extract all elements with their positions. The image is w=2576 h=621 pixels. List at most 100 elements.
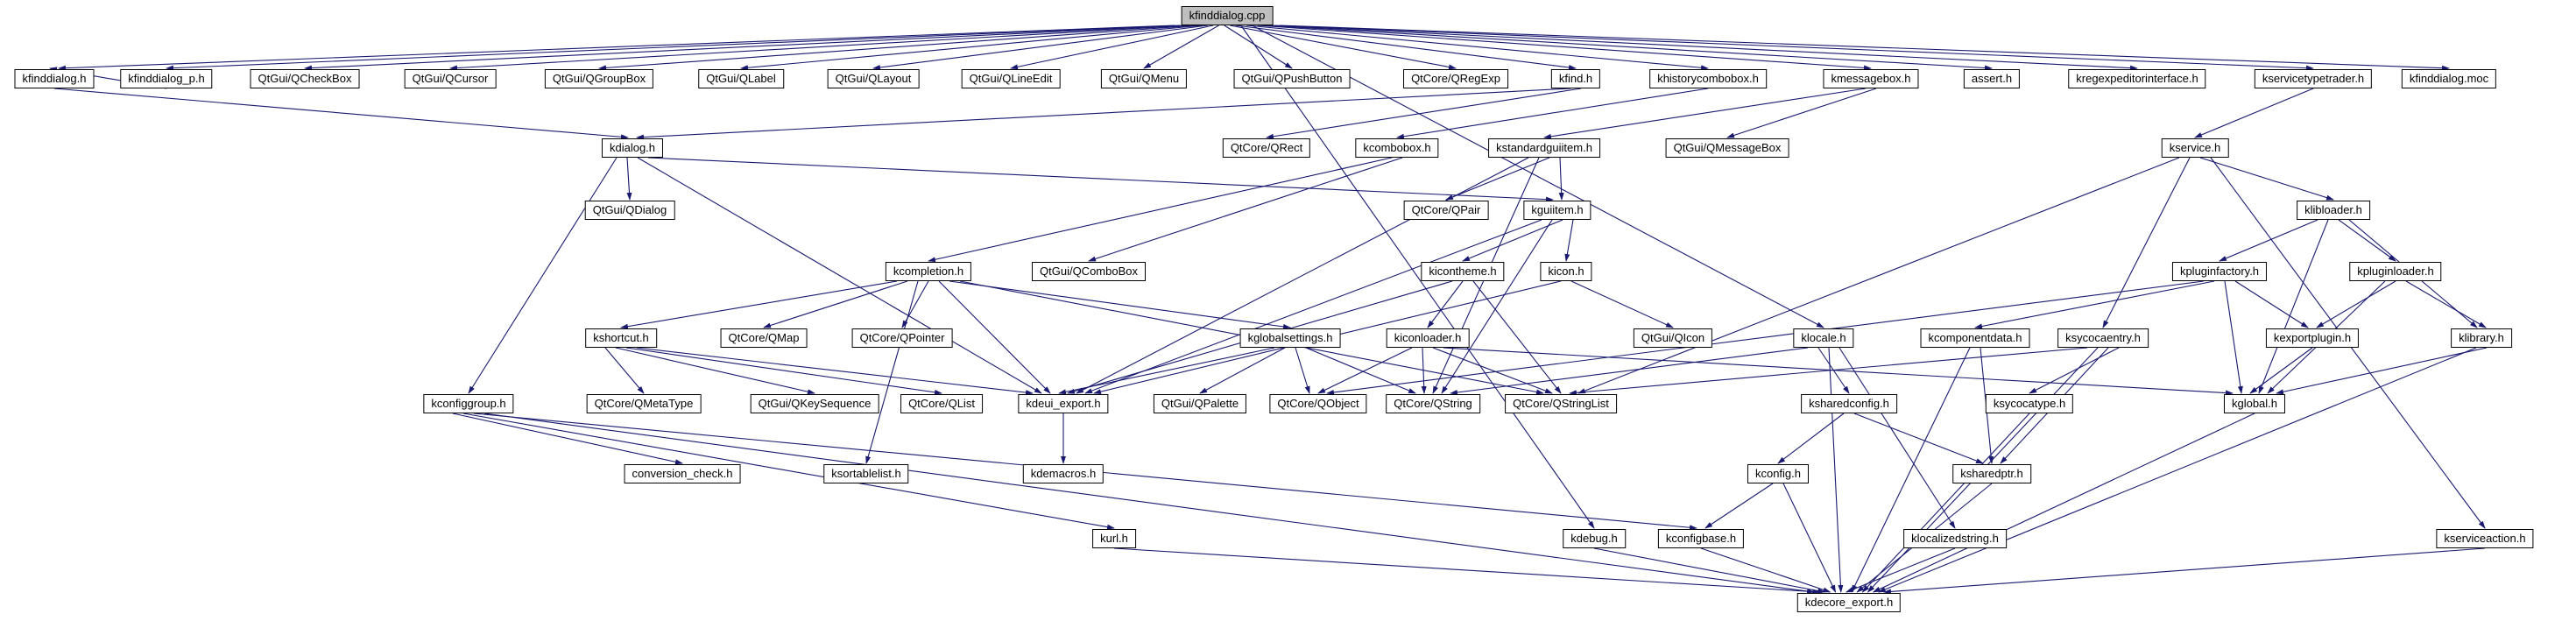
graph-node-ksharedptr-h[interactable]: ksharedptr.h bbox=[1952, 464, 2031, 483]
graph-node-kshortcut-h[interactable]: kshortcut.h bbox=[585, 328, 657, 348]
graph-node-qtcore-qlist: QtCore/QList bbox=[900, 394, 983, 413]
include-edge bbox=[1577, 157, 2180, 394]
include-edge bbox=[2199, 157, 2334, 201]
include-edge bbox=[1838, 347, 1956, 529]
include-edge bbox=[625, 347, 942, 395]
graph-node-qtgui-qkeysequence: QtGui/QKeySequence bbox=[750, 394, 879, 413]
graph-node-kurl-h[interactable]: kurl.h bbox=[1092, 529, 1136, 548]
graph-node-kguiitem-h[interactable]: kguiitem.h bbox=[1523, 201, 1591, 220]
graph-node-kicontheme-h[interactable]: kicontheme.h bbox=[1421, 262, 1505, 281]
include-edge bbox=[1274, 25, 2314, 71]
include-edge bbox=[1845, 547, 1956, 593]
include-edge bbox=[1268, 25, 2138, 71]
include-edge bbox=[1326, 280, 2205, 395]
include-edge bbox=[2258, 219, 2329, 394]
include-edge bbox=[1593, 547, 1826, 594]
include-edge bbox=[2102, 157, 2191, 328]
include-edge bbox=[1462, 219, 1563, 262]
graph-node-kconfigbase-h[interactable]: kconfigbase.h bbox=[1657, 529, 1745, 548]
include-edge bbox=[604, 347, 645, 394]
graph-node-kfind-h[interactable]: kfind.h bbox=[1550, 69, 1601, 88]
include-edge bbox=[1246, 25, 1709, 71]
graph-node-kserviceaction-h[interactable]: kserviceaction.h bbox=[2436, 529, 2534, 548]
include-edge bbox=[2249, 347, 2313, 394]
graph-node-ksortablelist-h[interactable]: ksortablelist.h bbox=[823, 464, 909, 483]
graph-node-kdecore-export-h[interactable]: kdecore_export.h bbox=[1796, 593, 1902, 612]
graph-node-kmessagebox-h[interactable]: kmessagebox.h bbox=[1823, 69, 1919, 88]
graph-node-qtcore-qstring: QtCore/QString bbox=[1386, 394, 1480, 413]
graph-node-kfinddialog-cpp: kfinddialog.cpp bbox=[1181, 6, 1274, 25]
graph-node-qtcore-qregexp: QtCore/QRegExp bbox=[1403, 69, 1508, 88]
graph-node-kiconloader-h[interactable]: kiconloader.h bbox=[1386, 328, 1470, 348]
graph-node-qtgui-qpalette: QtGui/QPalette bbox=[1153, 394, 1247, 413]
include-edge bbox=[1199, 347, 1286, 394]
graph-node-kdemacros-h[interactable]: kdemacros.h bbox=[1022, 464, 1105, 483]
graph-node-kdebug-h[interactable]: kdebug.h bbox=[1563, 529, 1626, 548]
graph-node-ksycocatype-h[interactable]: ksycocatype.h bbox=[1985, 394, 2074, 413]
graph-node-klocalizedstring-h[interactable]: klocalizedstring.h bbox=[1903, 529, 2007, 548]
graph-node-kicon-h[interactable]: kicon.h bbox=[1540, 262, 1592, 281]
include-edge bbox=[763, 280, 908, 328]
graph-node-klibrary-h[interactable]: klibrary.h bbox=[2451, 328, 2512, 348]
include-edge bbox=[615, 347, 815, 395]
graph-node-kfinddialog-p-h[interactable]: kfinddialog_p.h bbox=[120, 69, 213, 88]
include-edge bbox=[1257, 25, 1872, 71]
graph-node-qtgui-qmenu: QtGui/QMenu bbox=[1100, 69, 1188, 88]
graph-node-klocale-h[interactable]: klocale.h bbox=[1793, 328, 1854, 348]
include-edge bbox=[1441, 219, 1553, 394]
include-edge bbox=[1726, 88, 1877, 138]
graph-node-qtcore-qpair: QtCore/QPair bbox=[1403, 201, 1489, 220]
include-edge bbox=[1704, 483, 1774, 529]
include-edge bbox=[2029, 347, 2120, 394]
include-edge bbox=[2276, 347, 2488, 395]
graph-node-kglobal-h[interactable]: kglobal.h bbox=[2223, 394, 2286, 413]
include-edge bbox=[1224, 25, 1293, 69]
include-edge bbox=[2234, 280, 2309, 328]
include-edge bbox=[1295, 347, 1310, 394]
graph-node-ksharedconfig-h[interactable]: ksharedconfig.h bbox=[1801, 394, 1897, 413]
graph-node-klibloader-h[interactable]: klibloader.h bbox=[2297, 201, 2370, 220]
graph-node-qtgui-qlabel: QtGui/QLabel bbox=[698, 69, 784, 88]
include-edge bbox=[1443, 347, 2234, 396]
include-edge bbox=[637, 157, 1042, 394]
graph-node-kexportplugin-h[interactable]: kexportplugin.h bbox=[2265, 328, 2360, 348]
graph-node-qtgui-qmessagebox: QtGui/QMessageBox bbox=[1665, 138, 1789, 158]
graph-node-kservicetypetrader-h[interactable]: kservicetypetrader.h bbox=[2254, 69, 2373, 88]
graph-node-kdialog-h[interactable]: kdialog.h bbox=[601, 138, 664, 158]
include-edge bbox=[740, 25, 1203, 71]
graph-node-kconfig-h[interactable]: kconfig.h bbox=[1747, 464, 1810, 483]
graph-node-qtcore-qmetatype: QtCore/QMetaType bbox=[586, 394, 702, 413]
graph-node-kstandardguiitem-h[interactable]: kstandardguiitem.h bbox=[1488, 138, 1600, 158]
include-edge bbox=[1427, 280, 1464, 328]
include-edge bbox=[1432, 347, 1553, 394]
include-edge bbox=[1564, 219, 1574, 262]
graph-node-kglobalsettings-h[interactable]: kglobalsettings.h bbox=[1239, 328, 1341, 348]
include-edge bbox=[1828, 347, 1844, 593]
include-edge bbox=[1279, 25, 2450, 71]
graph-node-kcombobox-h[interactable]: kcombobox.h bbox=[1355, 138, 1439, 158]
include-edge bbox=[2338, 219, 2396, 262]
graph-node-kcompletion-h[interactable]: kcompletion.h bbox=[885, 262, 972, 281]
graph-node-kpluginloader-h[interactable]: kpluginloader.h bbox=[2349, 262, 2442, 281]
graph-node-kregexpeditorinterface-h[interactable]: kregexpeditorinterface.h bbox=[2068, 69, 2206, 88]
include-edge bbox=[2194, 88, 2314, 138]
graph-node-kfinddialog-h[interactable]: kfinddialog.h bbox=[14, 69, 95, 88]
include-edge bbox=[1305, 347, 1416, 394]
include-edge bbox=[1235, 25, 1577, 70]
graph-node-kdeui-export-h[interactable]: kdeui_export.h bbox=[1018, 394, 1109, 413]
include-edge bbox=[1570, 280, 1674, 328]
graph-node-conversion-check-h[interactable]: conversion_check.h bbox=[624, 464, 741, 483]
include-edge bbox=[53, 88, 629, 140]
graph-node-kcomponentdata-h[interactable]: kcomponentdata.h bbox=[1920, 328, 2030, 348]
graph-node-kservice-h[interactable]: kservice.h bbox=[2161, 138, 2229, 158]
graph-node-khistorycombobox-h[interactable]: khistorycombobox.h bbox=[1649, 69, 1767, 88]
graph-node-kconfiggroup-h[interactable]: kconfiggroup.h bbox=[423, 394, 514, 413]
include-edge bbox=[452, 413, 683, 465]
include-edge bbox=[1782, 483, 1837, 593]
graph-node-kpluginfactory-h[interactable]: kpluginfactory.h bbox=[2171, 262, 2268, 281]
graph-node-kfinddialog-moc: kfinddialog.moc bbox=[2401, 69, 2497, 88]
include-edge bbox=[2316, 280, 2396, 328]
include-edge bbox=[598, 25, 1197, 71]
graph-node-ksycocaentry-h[interactable]: ksycocaentry.h bbox=[2057, 328, 2149, 348]
